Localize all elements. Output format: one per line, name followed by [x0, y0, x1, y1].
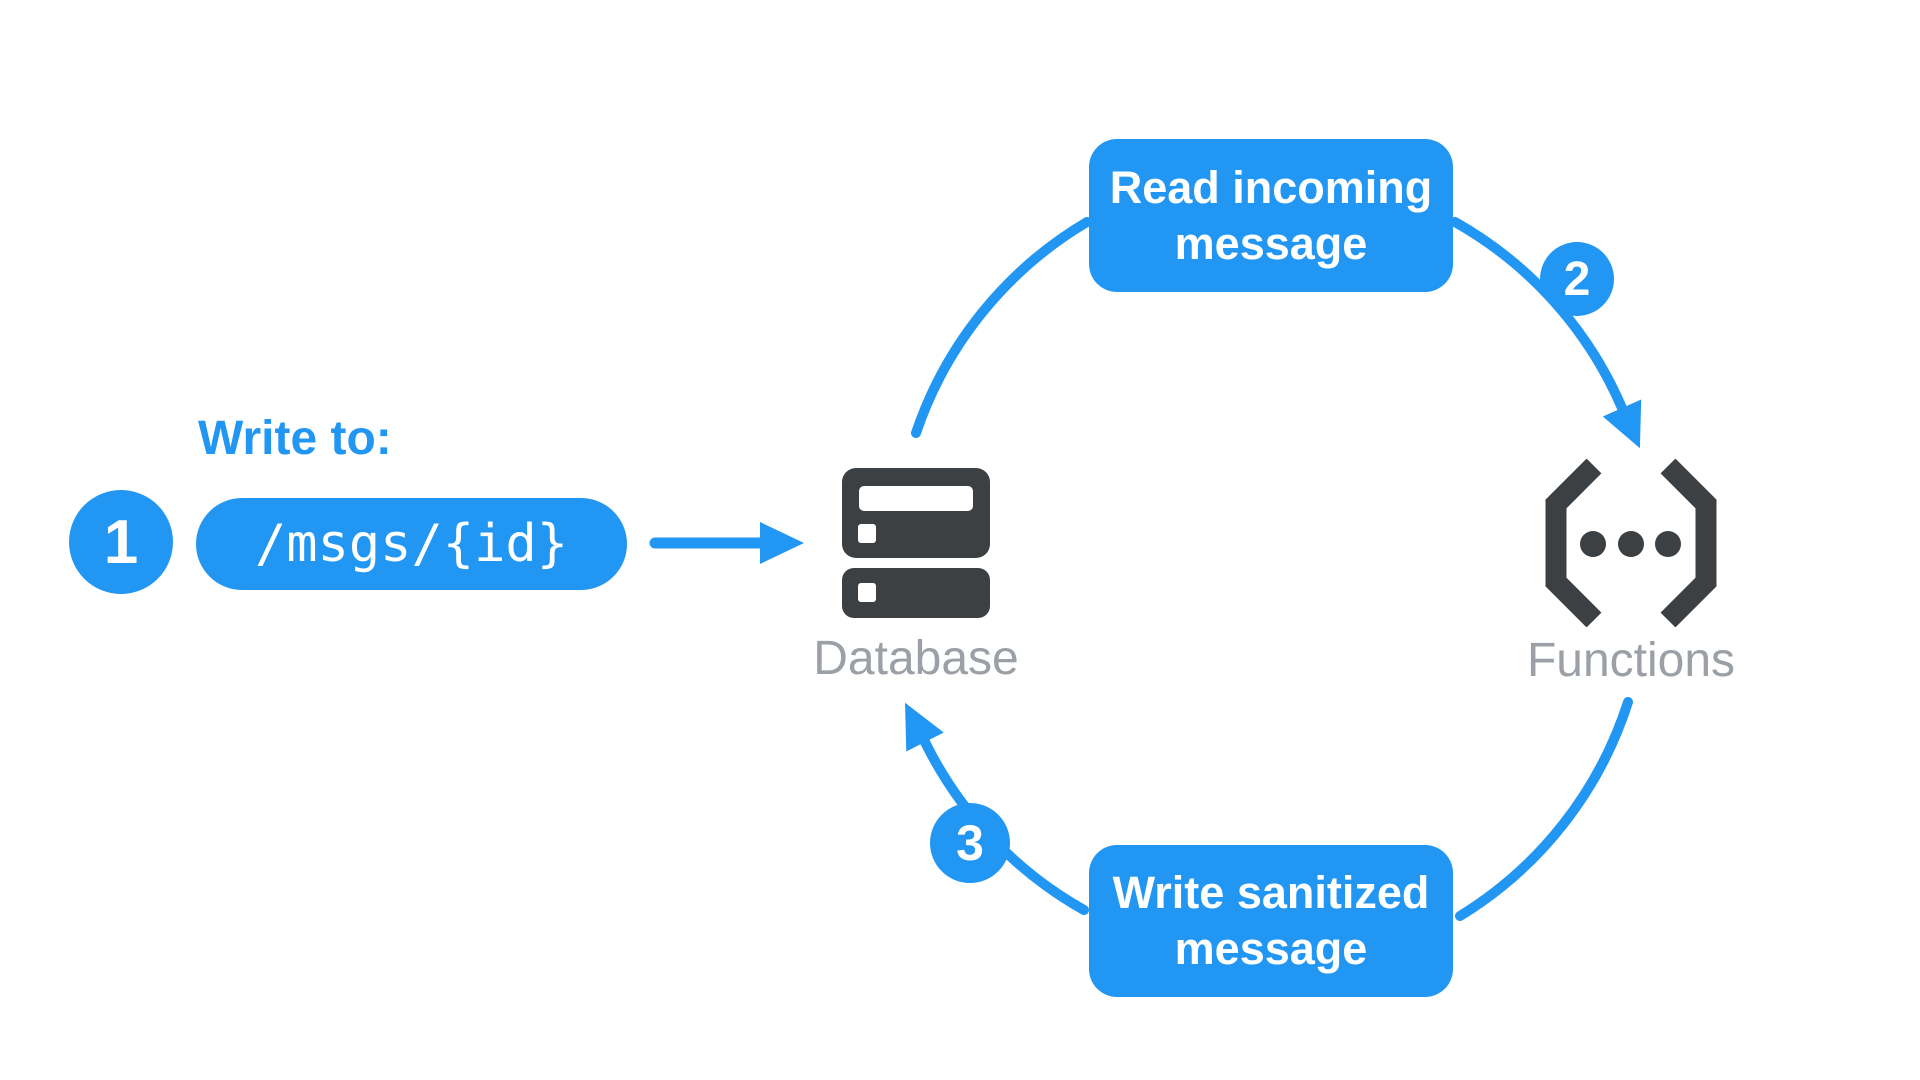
- functions-arrow-head-icon: [1602, 399, 1642, 449]
- database-icon-led-top: [858, 524, 876, 543]
- step-badge-2: 2: [1540, 242, 1614, 316]
- step-badge-1-number: 1: [103, 507, 139, 577]
- database-icon-led-bottom: [858, 583, 876, 602]
- functions-icon: [1545, 459, 1717, 627]
- write-arrow-head-icon: [760, 522, 804, 564]
- step-badge-3: 3: [930, 803, 1010, 883]
- read-box-line1: Read incoming: [1109, 161, 1433, 213]
- write-box-line2: message: [1174, 923, 1368, 974]
- database-icon-bottom-unit: [842, 568, 990, 618]
- write-sanitized-message-box: Write sanitized message: [1089, 845, 1453, 997]
- path-pill: /msgs/{id}: [196, 498, 627, 590]
- read-box-line2: message: [1174, 217, 1368, 269]
- read-incoming-message-box: Read incoming message: [1089, 139, 1453, 292]
- step-badge-2-number: 2: [1563, 252, 1591, 306]
- functions-icon-dot: [1580, 531, 1606, 557]
- database-icon-slot: [859, 486, 973, 511]
- database-icon: [842, 468, 990, 618]
- database-label: Database: [813, 632, 1019, 685]
- path-pill-code: /msgs/{id}: [254, 514, 569, 574]
- arc-functions-to-write: [1455, 697, 1633, 921]
- functions-icon-dot: [1618, 531, 1644, 557]
- database-icon-top-unit: [842, 468, 990, 558]
- functions-label: Functions: [1526, 634, 1736, 687]
- write-box-line1: Write sanitized: [1112, 867, 1430, 918]
- arc-database-to-read: [911, 217, 1092, 438]
- functions-icon-right-bracket: [1660, 459, 1717, 627]
- functions-icon-dot: [1655, 531, 1681, 557]
- write-to-heading: Write to:: [198, 412, 392, 465]
- functions-icon-left-bracket: [1545, 459, 1602, 627]
- database-arrow-head-icon: [905, 702, 944, 752]
- step-badge-1: 1: [69, 490, 173, 594]
- step-badge-3-number: 3: [956, 815, 984, 871]
